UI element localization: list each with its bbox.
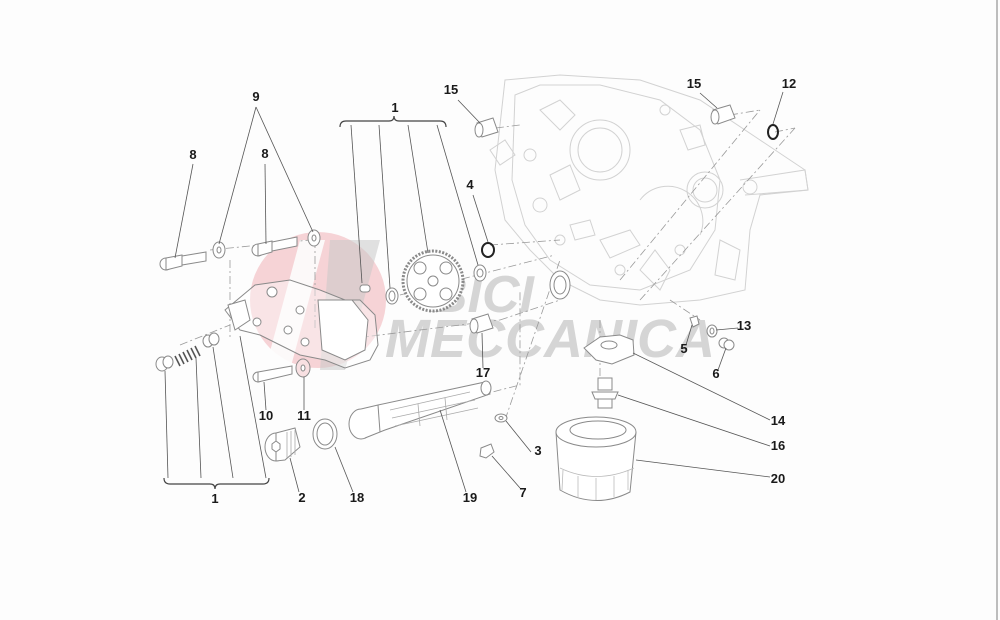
callout-9: 9 <box>252 89 259 104</box>
callout-8-right: 8 <box>261 146 268 161</box>
callout-1-bottom: 1 <box>211 491 218 506</box>
bracket-bottom-assembly-1 <box>163 477 270 490</box>
part-15-bush-right[interactable] <box>710 104 736 125</box>
callout-1-top: 1 <box>391 100 398 115</box>
part-5-jet[interactable] <box>689 315 700 328</box>
part-6-plug[interactable] <box>718 337 735 351</box>
part-20-oil-filter[interactable] <box>555 416 637 501</box>
callout-6: 6 <box>712 366 719 381</box>
part-19-oil-strainer[interactable] <box>348 380 492 440</box>
part-1-relief-valve-piston[interactable] <box>202 332 220 348</box>
part-15-bush-left[interactable] <box>474 117 499 138</box>
callout-13: 13 <box>737 318 751 333</box>
callout-5: 5 <box>680 341 687 356</box>
part-8-screw-right[interactable] <box>251 236 298 257</box>
callout-10: 10 <box>259 408 273 423</box>
callout-12: 12 <box>782 76 796 91</box>
callout-11: 11 <box>297 408 311 423</box>
part-11-washer[interactable] <box>295 358 311 378</box>
part-12-o-ring[interactable] <box>767 124 779 140</box>
part-8-screw-left[interactable] <box>159 251 207 271</box>
part-1-relief-valve-spring[interactable] <box>174 345 201 367</box>
part-1-key[interactable] <box>359 284 371 293</box>
part-14-plate[interactable] <box>583 334 635 365</box>
callout-19: 19 <box>463 490 477 505</box>
part-17-bush[interactable] <box>469 313 494 334</box>
part-16-union[interactable] <box>591 377 619 409</box>
callout-15-left: 15 <box>444 82 458 97</box>
callout-3: 3 <box>534 443 541 458</box>
callout-8-left: 8 <box>189 147 196 162</box>
callout-labels: 9 1 15 8 8 4 15 12 13 5 6 17 10 11 14 16… <box>189 76 796 506</box>
part-2-plug[interactable] <box>264 427 301 462</box>
crankcase-boss <box>549 270 571 300</box>
part-13-washer[interactable] <box>706 324 718 338</box>
watermark-text-line2: MECCANICA <box>385 309 715 369</box>
crankcase-outline <box>489 74 809 306</box>
callout-16: 16 <box>771 438 785 453</box>
part-9-washer-right[interactable] <box>307 229 321 247</box>
part-7-plug[interactable] <box>479 443 495 459</box>
part-1-seal[interactable] <box>385 287 399 305</box>
callout-2: 2 <box>298 490 305 505</box>
part-18-gasket[interactable] <box>312 418 338 450</box>
brackets <box>163 115 447 490</box>
part-1-gear[interactable] <box>401 249 465 313</box>
part-9-washer-left[interactable] <box>212 241 226 259</box>
callout-14: 14 <box>771 413 786 428</box>
right-edge-line <box>996 0 998 620</box>
leader-lines <box>164 91 784 493</box>
part-1-washer[interactable] <box>473 264 487 282</box>
callout-15-right: 15 <box>687 76 701 91</box>
callout-20: 20 <box>771 471 785 486</box>
callout-17: 17 <box>476 365 490 380</box>
part-1-oil-pump-body[interactable] <box>224 279 379 369</box>
parts <box>155 104 779 501</box>
part-10-screw[interactable] <box>252 365 293 383</box>
callout-4: 4 <box>466 177 474 192</box>
part-1-relief-valve-cap[interactable] <box>155 355 174 372</box>
bracket-top-assembly-1 <box>339 115 447 128</box>
part-3-washer[interactable] <box>494 413 508 423</box>
part-4-o-ring[interactable] <box>481 242 495 258</box>
callout-7: 7 <box>519 485 526 500</box>
callout-18: 18 <box>350 490 364 505</box>
